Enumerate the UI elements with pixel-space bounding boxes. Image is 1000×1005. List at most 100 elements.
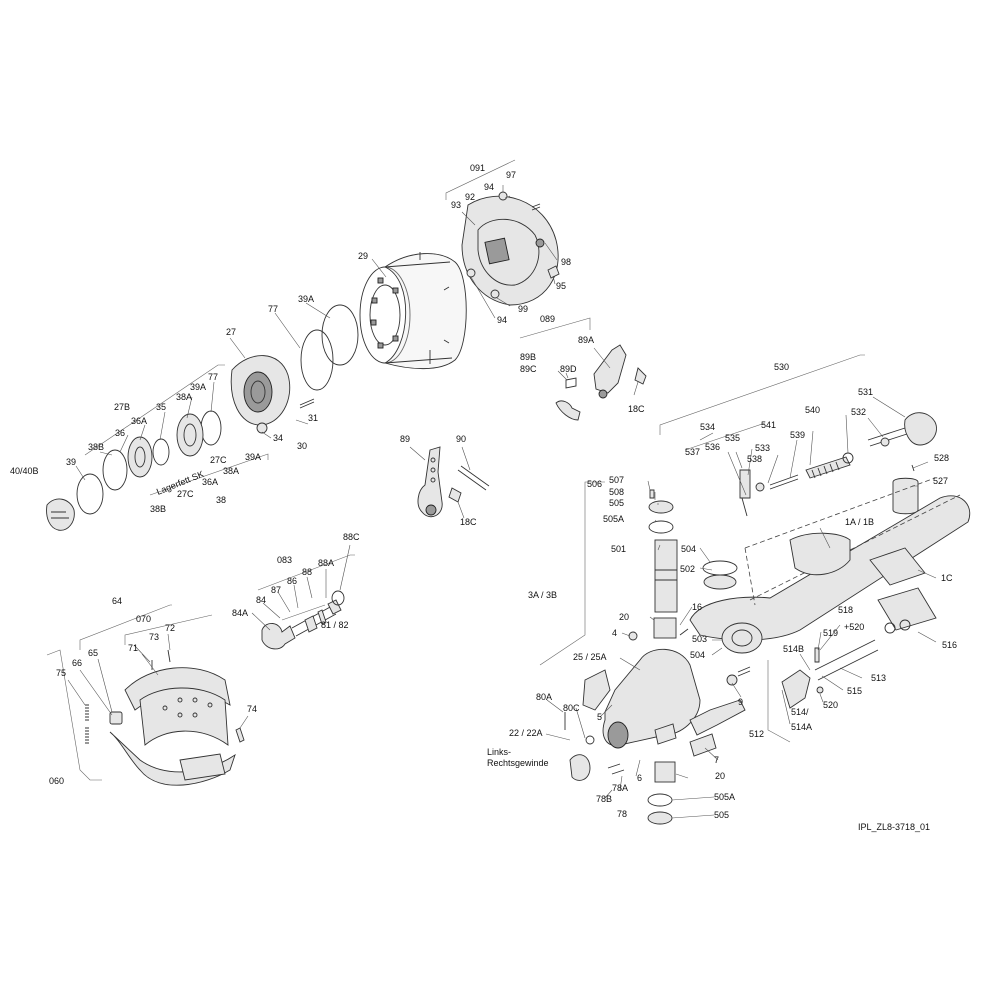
label-518: 518 bbox=[838, 605, 853, 615]
label-65: 65 bbox=[88, 648, 98, 658]
label-508: 508 bbox=[609, 487, 624, 497]
label-36A: 36A bbox=[131, 416, 147, 426]
label-90: 90 bbox=[456, 434, 466, 444]
label-64: 64 bbox=[112, 596, 122, 606]
label-72: 72 bbox=[165, 623, 175, 633]
label-81-82: 81 / 82 bbox=[321, 620, 349, 630]
steering-knuckle-group bbox=[539, 480, 879, 825]
label-18C: 18C bbox=[628, 404, 645, 414]
brake-chamber-group bbox=[659, 354, 937, 517]
label-060: 060 bbox=[49, 776, 64, 786]
label-536: 536 bbox=[705, 442, 720, 452]
label-38A: 38A bbox=[223, 466, 239, 476]
label-502: 502 bbox=[680, 564, 695, 574]
label-27C: 27C bbox=[177, 489, 194, 499]
label-505A: 505A bbox=[603, 514, 624, 524]
label-5: 5 bbox=[597, 712, 602, 722]
label-89B: 89B bbox=[520, 352, 536, 362]
label-98: 98 bbox=[561, 257, 571, 267]
label-89A: 89A bbox=[578, 335, 594, 345]
backing-plate-group bbox=[445, 159, 560, 319]
label-78A: 78A bbox=[612, 783, 628, 793]
label-514A: 514A bbox=[791, 722, 812, 732]
label-31: 31 bbox=[308, 413, 318, 423]
label-30: 30 bbox=[297, 441, 307, 451]
label-528: 528 bbox=[934, 453, 949, 463]
label-6: 6 bbox=[637, 773, 642, 783]
label-25-25A: 25 / 25A bbox=[573, 652, 607, 662]
label-77: 77 bbox=[208, 372, 218, 382]
label-plus-520: +520 bbox=[844, 622, 864, 632]
label-89C: 89C bbox=[520, 364, 537, 374]
label-40-40B: 40/40B bbox=[10, 466, 39, 476]
label-39: 39 bbox=[66, 457, 76, 467]
label-16: 16 bbox=[692, 602, 702, 612]
label-507: 507 bbox=[609, 475, 624, 485]
label-71: 71 bbox=[128, 643, 138, 653]
brake-drum bbox=[359, 252, 467, 370]
label-3A-3B: 3A / 3B bbox=[528, 590, 557, 600]
label-083: 083 bbox=[277, 555, 292, 565]
label-530: 530 bbox=[774, 362, 789, 372]
cam-shaft-group bbox=[251, 544, 355, 650]
label-505: 505 bbox=[609, 498, 624, 508]
label-80A: 80A bbox=[536, 692, 552, 702]
label-73: 73 bbox=[149, 632, 159, 642]
label-66: 66 bbox=[72, 658, 82, 668]
label-516: 516 bbox=[942, 640, 957, 650]
label-89D: 89D bbox=[560, 364, 577, 374]
label-39A: 39A bbox=[245, 452, 261, 462]
label-539: 539 bbox=[790, 430, 805, 440]
label-94: 94 bbox=[497, 315, 507, 325]
label-27: 27 bbox=[226, 327, 236, 337]
label-29: 29 bbox=[358, 251, 368, 261]
label-9: 9 bbox=[738, 697, 743, 707]
label-20: 20 bbox=[715, 771, 725, 781]
label-18C: 18C bbox=[460, 517, 477, 527]
label-505A: 505A bbox=[714, 792, 735, 802]
label-38B: 38B bbox=[150, 504, 166, 514]
label-87: 87 bbox=[271, 585, 281, 595]
label-75: 75 bbox=[56, 668, 66, 678]
label-88C: 88C bbox=[343, 532, 360, 542]
label-99: 99 bbox=[518, 304, 528, 314]
label-503: 503 bbox=[692, 634, 707, 644]
label-36A: 36A bbox=[202, 477, 218, 487]
label-94: 94 bbox=[484, 182, 494, 192]
label-22-22A: 22 / 22A bbox=[509, 728, 543, 738]
label-070: 070 bbox=[136, 614, 151, 624]
label-4: 4 bbox=[612, 628, 617, 638]
label-34: 34 bbox=[273, 433, 283, 443]
label-514: 514/ bbox=[791, 707, 809, 717]
label-527: 527 bbox=[933, 476, 948, 486]
label-78: 78 bbox=[617, 809, 627, 819]
label-80C: 80C bbox=[563, 703, 580, 713]
label-38A: 38A bbox=[176, 392, 192, 402]
label-532: 532 bbox=[851, 407, 866, 417]
label-97: 97 bbox=[506, 170, 516, 180]
label-501: 501 bbox=[611, 544, 626, 554]
label-88A: 88A bbox=[318, 558, 334, 568]
brake-shoe-group bbox=[46, 604, 249, 786]
label-27B: 27B bbox=[114, 402, 130, 412]
label-534: 534 bbox=[700, 422, 715, 432]
label-rechtsgewinde: Rechtsgewinde bbox=[487, 758, 549, 768]
label-39A: 39A bbox=[190, 382, 206, 392]
label-514B: 514B bbox=[783, 644, 804, 654]
label-88: 88 bbox=[302, 567, 312, 577]
figure-id: IPL_ZL8-3718_01 bbox=[858, 822, 930, 832]
label-1A-1B: 1A / 1B bbox=[845, 517, 874, 527]
label-091: 091 bbox=[470, 163, 485, 173]
label-36: 36 bbox=[115, 428, 125, 438]
wheel-hub-group bbox=[46, 302, 359, 531]
label-27C: 27C bbox=[210, 455, 227, 465]
slack-adjuster-089 bbox=[519, 317, 647, 421]
label-39A: 39A bbox=[298, 294, 314, 304]
label-537: 537 bbox=[685, 447, 700, 457]
label-38: 38 bbox=[216, 495, 226, 505]
label-74: 74 bbox=[247, 704, 257, 714]
label-92: 92 bbox=[465, 192, 475, 202]
label-38B: 38B bbox=[88, 442, 104, 452]
